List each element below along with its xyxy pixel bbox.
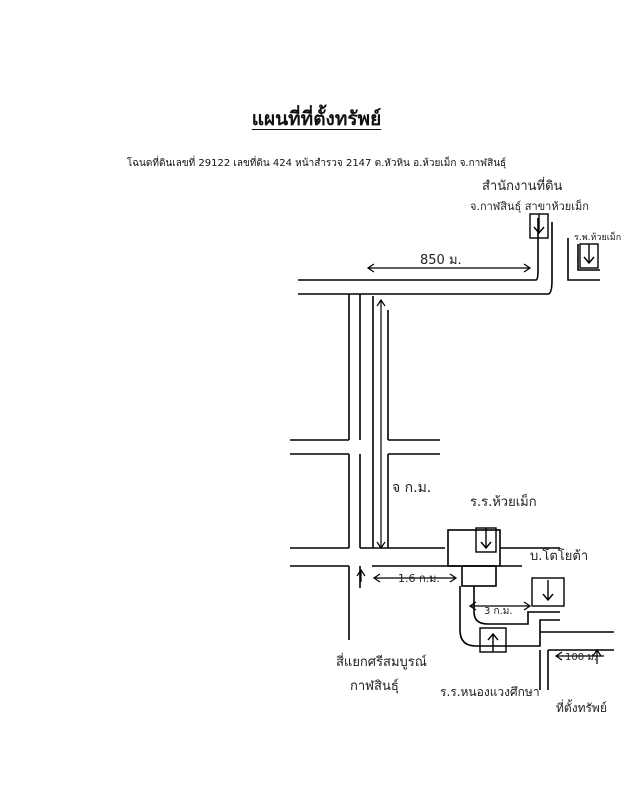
school-bottom-label: ร.ร.หนองแวงศึกษา (440, 685, 540, 699)
road-label: จ ก.ม. (392, 480, 431, 496)
distance-1-6km: 1.6 ก.ม. (398, 572, 440, 585)
building-markers (475, 213, 599, 653)
hospital-label: ร.พ.ห้วยเม็ก (574, 230, 621, 243)
land-office-label: สำนักงานที่ดิน (482, 177, 563, 194)
school-top-label: ร.ร.ห้วยเม็ก (470, 492, 537, 510)
shop-right-label: บ.โตโยต้า (530, 548, 588, 564)
property-label: ที่ตั้งทรัพย์ (556, 699, 607, 715)
distance-arrows (356, 263, 604, 664)
distance-3km: 3 ก.ม. (484, 606, 513, 617)
land-office-label-2: จ.กาฬสินธุ์ สาขาห้วยเม็ก (470, 199, 589, 213)
intersection-label-2: กาฬสินธุ์ (350, 678, 399, 694)
deed-info: โฉนดที่ดินเลขที่ 29122 เลขที่ดิน 424 หน้… (126, 158, 507, 169)
shop-right-marker (531, 577, 565, 607)
distance-850m: 850 ม. (420, 253, 462, 268)
road-lines (290, 218, 614, 690)
map-title: แผนที่ที่ตั้งทรัพย์ (251, 108, 382, 130)
distance-100m: 100 ม. (565, 652, 597, 663)
intersection-label: สี่แยกศรีสมบูรณ์ (336, 653, 427, 670)
